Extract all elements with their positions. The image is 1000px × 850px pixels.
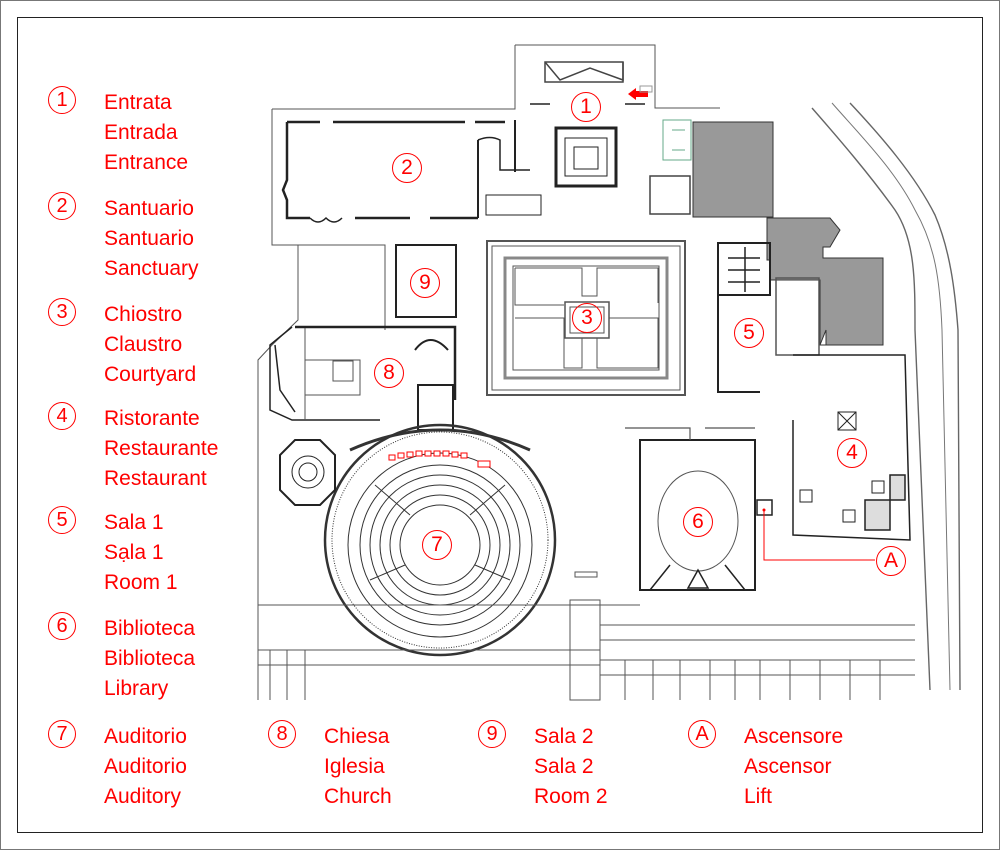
legend-item-auditorium: 7 Auditorio Auditorio Auditory xyxy=(48,720,187,812)
legend-badge: 8 xyxy=(268,720,296,748)
road-curve-outer xyxy=(811,107,931,691)
sanctuary-room xyxy=(281,120,542,223)
legend-name-en: Sanctuary xyxy=(104,257,199,280)
church-block xyxy=(269,325,457,431)
legend-name-es: Ascensor xyxy=(744,755,832,778)
map-marker-church[interactable]: 8 xyxy=(374,358,404,388)
legend-name-it: Santuario xyxy=(104,197,194,220)
legend-item-lift: A Ascensore Ascensor Lift xyxy=(688,720,844,812)
legend-name-it: Ristorante xyxy=(104,407,200,430)
map-marker-room1[interactable]: 5 xyxy=(734,318,764,348)
legend-name-es: Sala 2 xyxy=(534,755,594,778)
legend-item-sanctuary: 2 Santuario Santuario Sanctuary xyxy=(48,192,199,284)
legend-name-en: Courtyard xyxy=(104,363,197,386)
legend-badge: A xyxy=(688,720,716,748)
legend-badge: 7 xyxy=(48,720,76,748)
stage-seats xyxy=(388,450,491,468)
site-boundary xyxy=(515,44,720,109)
legend-badge: 9 xyxy=(478,720,506,748)
legend-name-en: Auditory xyxy=(104,785,182,808)
legend-name-it: Chiesa xyxy=(324,725,390,748)
legend-name-es: Auditorio xyxy=(104,755,187,778)
map-marker-sanctuary[interactable]: 2 xyxy=(392,153,422,183)
service-areas xyxy=(692,121,884,346)
legend-name-es: Santuario xyxy=(104,227,194,250)
map-marker-lift[interactable]: A xyxy=(876,546,906,576)
map-marker-entrance[interactable]: 1 xyxy=(571,92,601,122)
legend-name-it: Chiostro xyxy=(104,303,183,326)
legend-item-room2: 9 Sala 2 Sala 2 Room 2 xyxy=(478,720,608,812)
patio-box xyxy=(649,175,691,215)
legend-name-es: Entrada xyxy=(104,121,178,144)
library-block xyxy=(625,427,756,591)
legend-name-it: Biblioteca xyxy=(104,617,196,640)
courtyard xyxy=(486,240,686,396)
legend-name-it: Sala 2 xyxy=(534,725,594,748)
legend-name-it: Auditorio xyxy=(104,725,187,748)
legend-badge: 3 xyxy=(48,298,76,326)
legend-name-it: Ascensore xyxy=(744,725,844,748)
map-marker-room2[interactable]: 9 xyxy=(410,268,440,298)
lift-callout xyxy=(756,499,875,561)
legend-item-library: 6 Biblioteca Biblioteca Library xyxy=(48,612,196,704)
legend-name-es: Sạla 1 xyxy=(104,541,164,564)
road-curve-mid xyxy=(831,102,951,691)
legend-name-en: Entrance xyxy=(104,151,189,174)
entrance-block xyxy=(530,61,645,188)
legend-name-en: Room 1 xyxy=(104,571,178,594)
legend-name-en: Church xyxy=(324,785,392,808)
legend-name-en: Restaurant xyxy=(104,467,207,490)
map-marker-courtyard[interactable]: 3 xyxy=(572,303,602,333)
room2-block xyxy=(395,244,457,318)
map-marker-library[interactable]: 6 xyxy=(683,507,713,537)
site-boundary-left xyxy=(271,45,516,330)
stair-tower xyxy=(279,439,336,506)
legend-item-entrance: 1 Entrata Entrada Entrance xyxy=(48,86,189,178)
legend-name-en: Lift xyxy=(744,785,773,808)
legend-name-es: Claustro xyxy=(104,333,183,356)
legend-name-en: Library xyxy=(104,677,169,700)
legend-name-en: Room 2 xyxy=(534,785,608,808)
legend-name-it: Sala 1 xyxy=(104,511,164,534)
map-marker-restaurant[interactable]: 4 xyxy=(837,438,867,468)
legend-name-es: Iglesia xyxy=(324,755,385,778)
legend-badge: 2 xyxy=(48,192,76,220)
terraces xyxy=(258,571,915,701)
road-curve-inner xyxy=(849,102,961,691)
legend-name-es: Biblioteca xyxy=(104,647,196,670)
legend-badge: 5 xyxy=(48,506,76,534)
legend-badge: 6 xyxy=(48,612,76,640)
restroom-block xyxy=(662,119,692,161)
restaurant-block xyxy=(792,354,911,541)
map-marker-auditorium[interactable]: 7 xyxy=(422,530,452,560)
legend-badge: 4 xyxy=(48,402,76,430)
legend-item-room1: 5 Sala 1 Sạla 1 Room 1 xyxy=(48,506,178,598)
legend-name-es: Restaurante xyxy=(104,437,219,460)
legend-item-church: 8 Chiesa Iglesia Church xyxy=(268,720,392,812)
legend-item-courtyard: 3 Chiostro Claustro Courtyard xyxy=(48,298,197,390)
auditorium xyxy=(323,423,557,657)
legend-name-it: Entrata xyxy=(104,91,172,114)
legend-badge: 1 xyxy=(48,86,76,114)
entrance-arrow-icon xyxy=(628,85,653,100)
legend-item-restaurant: 4 Ristorante Restaurante Restaurant xyxy=(48,402,219,494)
